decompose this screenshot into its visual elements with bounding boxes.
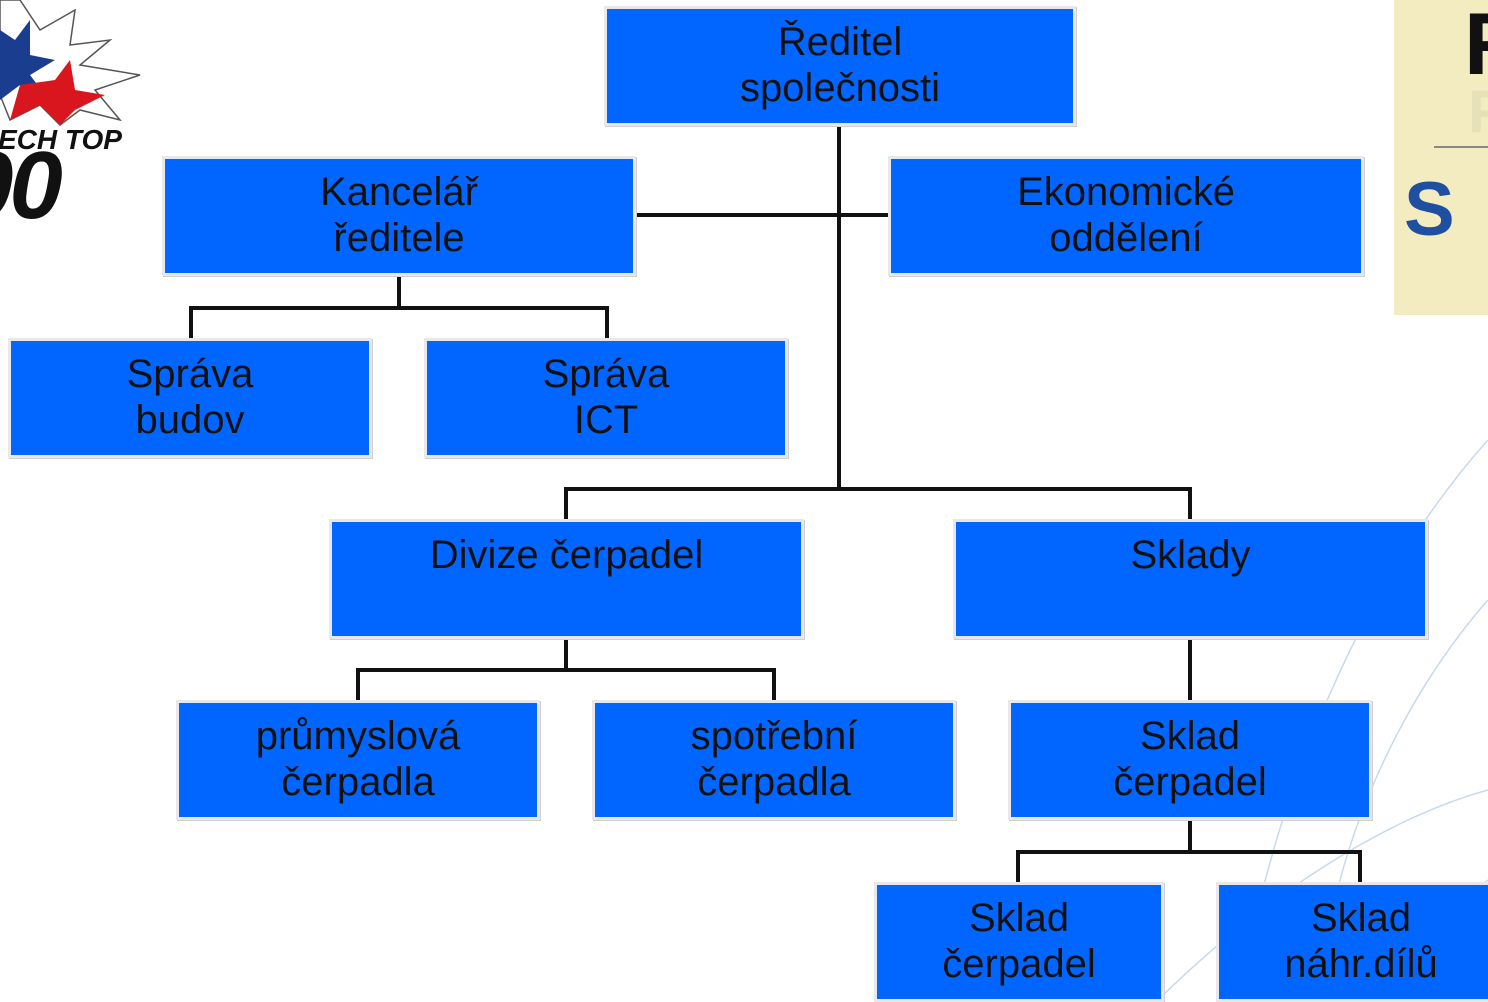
warehouses-box: Sklady	[953, 519, 1428, 639]
logo-letter-r: R	[1464, 0, 1488, 88]
parts-warehouse-line1: Sklad	[1310, 896, 1412, 940]
logo-letter-f: F	[1468, 78, 1488, 145]
economics-line2: oddělení	[1049, 216, 1203, 260]
connector-director-trunk	[837, 124, 841, 490]
company-logo: R F S	[1394, 0, 1488, 315]
parts-warehouse-box: Sklad náhr.dílů	[1216, 882, 1488, 1002]
buildings-line1: Správa	[126, 352, 254, 396]
industrial-pumps-box: průmyslová čerpadla	[176, 700, 540, 820]
connector-consumer-drop	[772, 668, 776, 702]
economics-box: Ekonomické oddělení	[888, 156, 1364, 276]
director-line2: společnosti	[739, 66, 941, 110]
ict-line2: ICT	[573, 398, 639, 442]
connector-staff-horizontal	[636, 213, 890, 217]
connector-buildings-drop	[189, 306, 193, 340]
connector-industrial-drop	[356, 668, 360, 702]
pump-warehouse-2-line2: čerpadel	[942, 942, 1096, 986]
director-box: Ředitel společnosti	[604, 6, 1076, 126]
pumps-division-box: Divize čerpadel	[329, 519, 804, 639]
parts-warehouse-line2: náhr.dílů	[1284, 942, 1438, 986]
connector-warehouse-bar	[1016, 850, 1362, 854]
czech-top-100-logo: ECH TOP 00	[0, 0, 150, 234]
pump-warehouse-line2: čerpadel	[1113, 760, 1267, 804]
ict-box: Správa ICT	[424, 338, 788, 458]
connector-office-bar	[189, 306, 609, 310]
connector-ict-drop	[605, 306, 609, 340]
industrial-pumps-line2: čerpadla	[281, 760, 435, 804]
industrial-pumps-line1: průmyslová	[255, 714, 461, 758]
connector-parts-drop	[1358, 850, 1362, 884]
buildings-line2: budov	[135, 398, 245, 442]
connector-pumps-down	[564, 636, 568, 670]
connector-warehouses-drop	[1188, 487, 1192, 521]
consumer-pumps-box: spotřební čerpadla	[592, 700, 956, 820]
director-line1: Ředitel	[777, 20, 903, 64]
connector-warehouse2-drop	[1016, 850, 1020, 884]
ict-line1: Správa	[542, 352, 670, 396]
office-box: Kancelář ředitele	[162, 156, 636, 276]
connector-warehouse-down	[1188, 818, 1192, 852]
pump-warehouse-box: Sklad čerpadel	[1008, 700, 1372, 820]
office-line2: ředitele	[333, 216, 465, 260]
logo-text-bottom: 00	[0, 132, 63, 239]
logo-letter-s: S	[1404, 167, 1455, 252]
office-line1: Kancelář	[320, 170, 478, 214]
connector-division-bar	[564, 487, 1192, 491]
connector-office-down	[397, 274, 401, 308]
pump-warehouse-2-box: Sklad čerpadel	[874, 882, 1164, 1002]
buildings-box: Správa budov	[8, 338, 372, 458]
pumps-division-line1: Divize čerpadel	[429, 533, 704, 577]
pump-warehouse-2-line1: Sklad	[968, 896, 1070, 940]
logo-text-top: ECH TOP	[0, 124, 122, 155]
warehouses-line1: Sklady	[1130, 533, 1251, 577]
consumer-pumps-line2: čerpadla	[697, 760, 851, 804]
connector-pumps-bar	[356, 668, 776, 672]
connector-pumps-drop	[564, 487, 568, 521]
pump-warehouse-line1: Sklad	[1139, 714, 1241, 758]
economics-line1: Ekonomické	[1017, 170, 1235, 214]
logo-divider	[1434, 146, 1488, 148]
connector-warehouses-down	[1188, 636, 1192, 702]
consumer-pumps-line1: spotřební	[690, 714, 858, 758]
